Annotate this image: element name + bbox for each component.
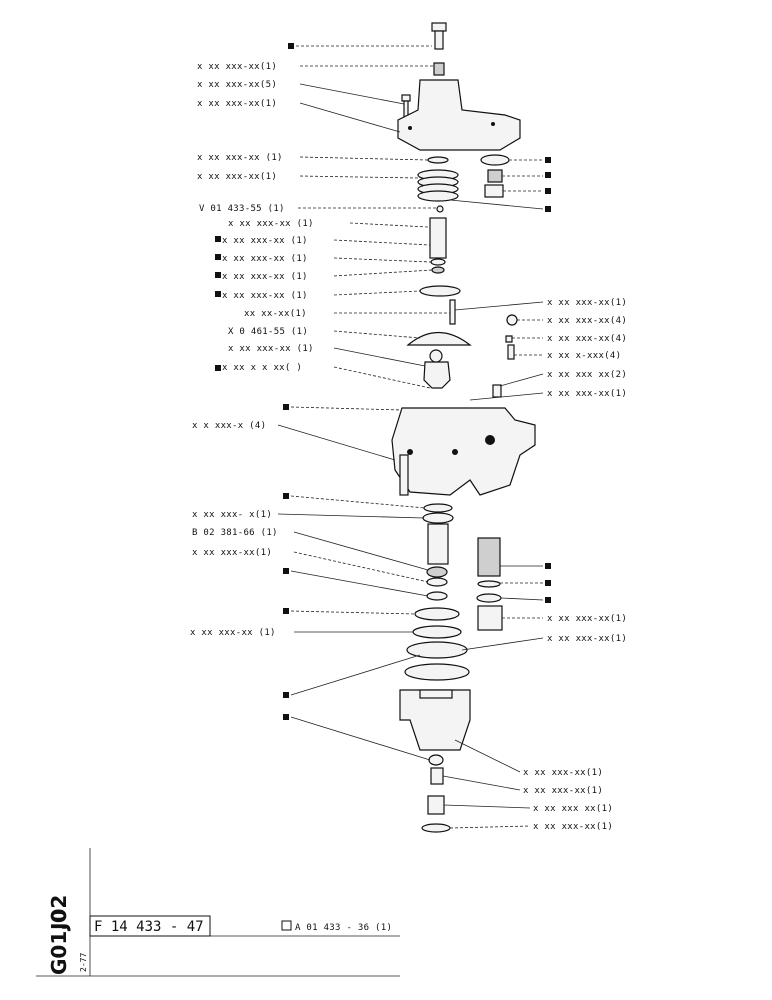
callout-left-3: x xx xxx-xx(1) [197, 99, 277, 109]
callout-right-8: x xx xxx-xx(1) [547, 634, 627, 644]
callout-left-18: B 02 381-66 (1) [192, 528, 278, 538]
callout-left-13: X 0 461-55 (1) [228, 327, 308, 337]
lower-sleeve [427, 523, 449, 565]
lower-large-ring [404, 663, 470, 681]
lower-ring-3 [426, 591, 448, 601]
main-spring [417, 169, 459, 202]
valve-disc [429, 349, 443, 363]
lower-gasket [412, 625, 462, 639]
callout-left-10: x xx xxx-xx (1) [222, 272, 308, 282]
callout-left-7: x xx xxx-xx (1) [228, 219, 314, 229]
title-block: J02 G01.0 2-77 F 14 433 - 47 A 01 433 - … [36, 848, 400, 977]
lower-o-ring-1 [423, 503, 453, 513]
piston-ring-1 [430, 258, 446, 266]
cover-hole-2 [491, 122, 495, 126]
cap-screw-head [401, 94, 411, 102]
callout-left-20: x xx xxx-xx (1) [190, 628, 276, 638]
small-ball [436, 205, 444, 213]
side-code-2: G01.0 [47, 909, 71, 975]
body-hole-2 [452, 449, 458, 455]
small-spacer [433, 62, 445, 76]
callout-left-5: x xx xxx-xx(1) [197, 172, 277, 182]
bottom-ring [428, 754, 444, 766]
drawing-number: F 14 433 - 47 [94, 919, 204, 935]
valve-head [423, 361, 451, 389]
pin [449, 299, 456, 325]
callout-left-16: x x xxx-x (4) [192, 421, 266, 431]
callout-left-19: x xx xxx-xx(1) [192, 548, 272, 558]
callout-right-5: x xx xxx xx(2) [547, 370, 627, 380]
callout-left-9: x xx xxx-xx (1) [222, 254, 308, 264]
right-o-ring [480, 154, 510, 166]
piston [429, 217, 447, 259]
filter-ring-1 [477, 580, 501, 588]
lower-ring-2 [426, 577, 448, 587]
body-hole-1 [407, 449, 413, 455]
bottom-washer [421, 823, 451, 833]
body-stud [399, 454, 409, 496]
bottom-plug [427, 795, 445, 815]
callout-left-1: x xx xxx-xx(1) [197, 62, 277, 72]
filter-cap [477, 605, 503, 631]
diaphragm [406, 332, 472, 346]
callout-right-6: x xx xxx-xx(1) [547, 389, 627, 399]
callout-left-11: x xx xxx-xx (1) [222, 291, 308, 301]
filter-ring-2 [476, 593, 502, 603]
body-port [485, 435, 495, 445]
callout-right-10: x xx xxx-xx(1) [523, 786, 603, 796]
lower-seal [406, 641, 468, 659]
callout-right-1: x xx xxx-xx(1) [547, 298, 627, 308]
right-nut [484, 184, 504, 198]
top-cover [397, 79, 521, 151]
bottom-pin [430, 767, 444, 785]
lower-ring-1 [426, 566, 448, 578]
callout-right-2: x xx xxx-xx(4) [547, 316, 627, 326]
callout-right-9: x xx xxx-xx(1) [523, 768, 603, 778]
side-code-1: J02 [47, 895, 71, 932]
assembly-checkbox [281, 920, 292, 931]
callout-right-4: x xx x-xxx(4) [547, 351, 621, 361]
fitting-plug [492, 384, 502, 398]
callout-left-17: x xx xxx- x(1) [192, 510, 272, 520]
callout-right-12: x xx xxx-xx(1) [533, 822, 613, 832]
cover-hole-1 [408, 126, 412, 130]
callout-left-15: x xx x x xx( ) [222, 363, 302, 373]
lower-plate [414, 607, 460, 621]
spring-seat [427, 156, 449, 164]
right-plug [487, 169, 503, 183]
side-date: 2-77 [79, 953, 88, 972]
right-callout-labels: x xx xxx-xx(1) x xx xxx-xx(4) x xx xxx-x… [523, 298, 627, 832]
callout-left-4: x xx xxx-xx (1) [197, 153, 283, 163]
top-bolt-head [431, 22, 447, 32]
fitting-washer [506, 314, 518, 326]
callout-left-14: x xx xxx-xx (1) [228, 344, 314, 354]
callout-right-3: x xx xxx-xx(4) [547, 334, 627, 344]
fitting-clip [505, 335, 513, 343]
valve-body [391, 407, 536, 496]
left-markers [215, 43, 294, 720]
callout-right-7: x xx xxx-xx(1) [547, 614, 627, 624]
right-leader-lines [442, 159, 544, 829]
callout-left-12: xx xx-xx(1) [244, 309, 307, 319]
piston-ring-2 [431, 266, 445, 274]
right-markers [545, 157, 551, 603]
callout-right-11: x xx xxx xx(1) [533, 804, 613, 814]
bottom-housing [399, 689, 471, 751]
callout-left-8: x xx xxx-xx (1) [222, 236, 308, 246]
housing-flange [419, 689, 453, 699]
filter-element [477, 537, 501, 577]
left-callout-labels: x xx xxx-xx(1) x xx xxx-xx(5) x xx xxx-x… [190, 62, 314, 638]
assembly-ref: A 01 433 - 36 (1) [295, 923, 392, 933]
callout-left-6: V 01 433-55 (1) [199, 204, 285, 214]
callout-left-2: x xx xxx-xx(5) [197, 80, 277, 90]
lower-washer [422, 512, 454, 524]
fitting-screw [507, 344, 515, 360]
left-leader-lines [277, 45, 450, 761]
top-bolt-shank [434, 30, 444, 50]
large-o-ring [419, 285, 461, 297]
